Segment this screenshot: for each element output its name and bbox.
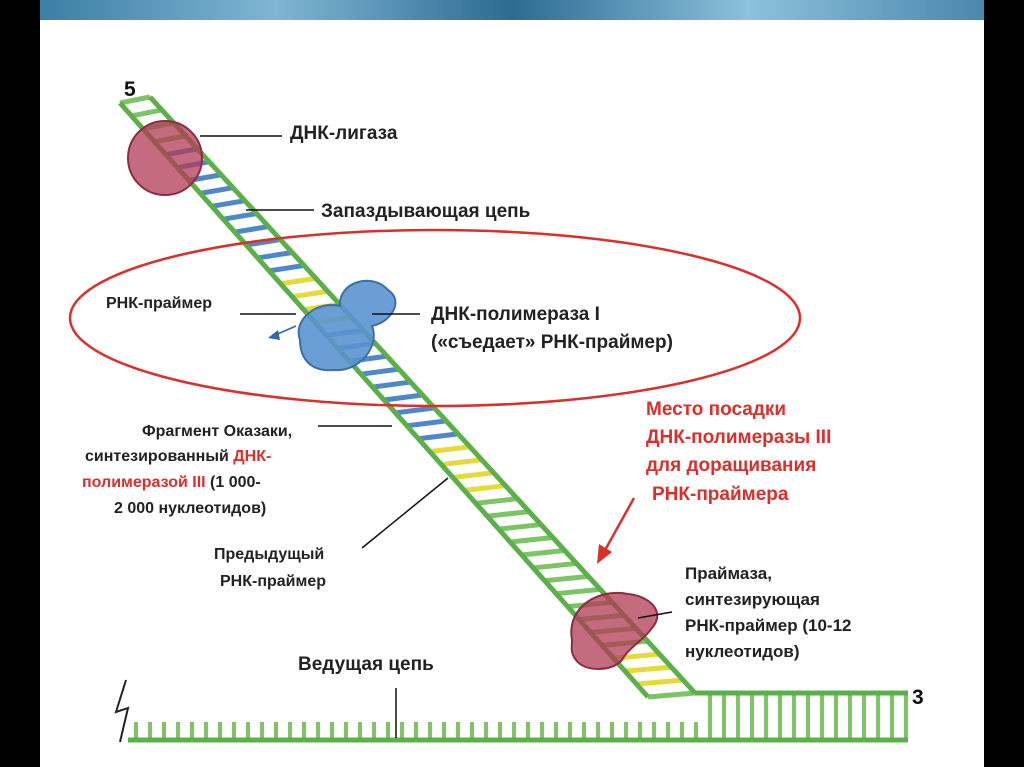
label-3-prime: 3	[912, 686, 924, 709]
okazaki-line2: синтезированный ДНК-	[85, 448, 271, 465]
primase-line4: нуклеотидов)	[685, 642, 800, 661]
leading-rungs	[136, 693, 906, 740]
ladder-rung	[499, 525, 541, 530]
ladder-rung	[441, 460, 481, 465]
okazaki-line3: полимеразой III (1 000-	[82, 474, 261, 491]
ladder-rung	[384, 395, 423, 400]
ladder-rung	[648, 693, 695, 697]
ladder-rung	[200, 188, 233, 194]
ladder-rung	[464, 486, 505, 491]
ladder-rung	[395, 408, 434, 413]
site-line3: для доращивания	[646, 455, 816, 476]
label-leading-strand: Ведущая цепь	[298, 654, 434, 675]
ladder-rung	[131, 110, 161, 116]
label-lagging-strand: Запаздывающая цепь	[321, 201, 530, 222]
site-line1: Место посадки	[646, 399, 786, 420]
okazaki-line1: Фрагмент Оказаки,	[142, 423, 292, 440]
ladder-rung	[292, 291, 328, 296]
ladder-rung	[453, 473, 494, 478]
ladder-rung	[258, 252, 292, 257]
ladder-rung	[476, 499, 517, 504]
ladder-rung	[373, 382, 411, 387]
dna-replication-diagram: 5 3 ДНК-лигаза Запаздывающая цепь РНК-пр…	[40, 20, 984, 767]
ladder-rung	[269, 265, 304, 270]
ladder-rung	[522, 550, 565, 554]
ladder-rung	[625, 667, 671, 671]
ladder-rung	[407, 421, 446, 426]
okazaki-line2b: ДНК-	[233, 448, 271, 465]
okazaki-line4: 2 000 нуклеотидов)	[114, 500, 266, 517]
okazaki-line3b: (1 000-	[206, 474, 261, 491]
label-prev-primer-line2: РНК-праймер	[220, 573, 326, 590]
ladder-rung	[418, 434, 458, 439]
ladder-rung	[212, 201, 245, 207]
site-line2: ДНК-полимеразы III	[646, 427, 831, 448]
strand-break-symbol	[116, 680, 128, 742]
primase-line1: Праймаза,	[685, 564, 772, 583]
red-arrow	[597, 498, 634, 564]
ladder-rung	[556, 589, 600, 593]
label-rna-primer: РНК-праймер	[106, 295, 212, 312]
ladder-rung	[487, 512, 529, 517]
site-line4: РНК-праймера	[652, 484, 789, 505]
ladder-rung	[430, 447, 470, 452]
ladder-rung	[361, 369, 399, 374]
label-okazaki-fragment: Фрагмент Оказаки, синтезированный ДНК- п…	[82, 423, 292, 517]
dna-ligase-blob	[128, 121, 202, 195]
ladder-rung	[545, 576, 589, 580]
primer-direction-arrow	[240, 314, 296, 340]
slide: 5 3 ДНК-лигаза Запаздывающая цепь РНК-пр…	[40, 20, 984, 767]
label-polymerase-i-line1: ДНК-полимераза I	[431, 304, 600, 325]
label-5-prime: 5	[124, 78, 136, 101]
ladder-rung	[223, 214, 256, 220]
label-primase: Праймаза, синтезирующая РНК-праймер (10-…	[685, 564, 852, 661]
label-polymerase-iii-site: Место посадки ДНК-полимеразы III для дор…	[646, 399, 831, 505]
ladder-rung	[533, 563, 576, 567]
primase-line3: РНК-праймер (10-12	[685, 616, 852, 635]
label-dna-ligase: ДНК-лигаза	[290, 123, 398, 144]
label-polymerase-i-line2: («съедает» РНК-праймер)	[431, 332, 673, 353]
okazaki-line3a: полимеразой III	[82, 474, 206, 491]
label-prev-primer-line1: Предыдущый	[214, 546, 324, 563]
ladder-rung	[281, 278, 316, 283]
leader-prev-primer	[362, 478, 448, 548]
okazaki-line2a: синтезированный	[85, 448, 233, 465]
ladder-rung	[510, 538, 553, 543]
ladder-rung	[637, 680, 684, 684]
leading-strand-ladder	[116, 680, 908, 742]
background-strip	[40, 0, 984, 22]
primase-line2: синтезирующая	[685, 590, 820, 609]
ladder-rung	[235, 227, 269, 233]
